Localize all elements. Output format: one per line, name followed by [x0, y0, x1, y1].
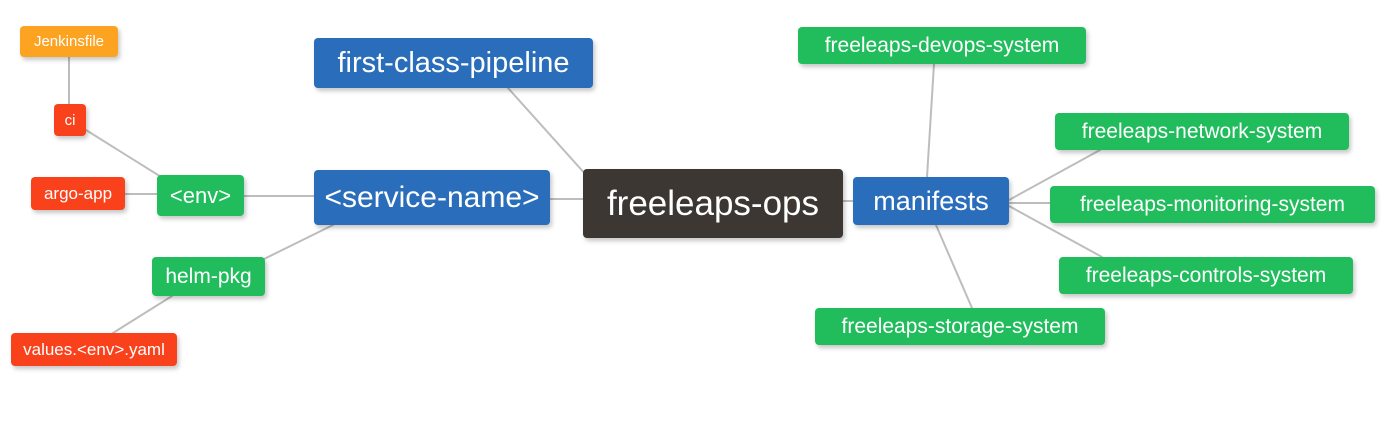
- node-label-freeleaps-devops-system: freeleaps-devops-system: [824, 34, 1060, 57]
- edge-manifests-to-freeleaps-storage-system: [935, 224, 973, 309]
- node-label-argo-app: argo-app: [43, 184, 113, 203]
- edge-service-name-to-helm-pkg: [263, 224, 334, 260]
- mindmap-node-argo-app[interactable]: argo-app: [31, 177, 125, 210]
- mindmap-node-manifests[interactable]: manifests: [853, 177, 1009, 225]
- node-label-env: <env>: [169, 182, 232, 208]
- node-label-freeleaps-controls-system: freeleaps-controls-system: [1085, 264, 1327, 287]
- node-label-values-yaml: values.<env>.yaml: [23, 340, 165, 359]
- mindmap-node-ci[interactable]: ci: [54, 104, 86, 136]
- mindmap-node-freeleaps-storage-system[interactable]: freeleaps-storage-system: [815, 308, 1105, 345]
- node-label-helm-pkg: helm-pkg: [165, 265, 252, 288]
- mindmap-node-freeleaps-devops-system[interactable]: freeleaps-devops-system: [798, 27, 1086, 64]
- node-label-manifests: manifests: [873, 185, 989, 216]
- mindmap-node-jenkinsfile[interactable]: Jenkinsfile: [20, 26, 118, 57]
- node-label-ci: ci: [64, 111, 76, 129]
- mindmap-node-env[interactable]: <env>: [157, 175, 244, 216]
- mindmap-node-values-yaml[interactable]: values.<env>.yaml: [11, 333, 177, 366]
- mindmap-node-freeleaps-network-system[interactable]: freeleaps-network-system: [1055, 113, 1349, 150]
- mindmap-node-freeleaps-ops[interactable]: freeleaps-ops: [583, 169, 843, 238]
- node-label-jenkinsfile: Jenkinsfile: [33, 33, 105, 50]
- mindmap-node-freeleaps-controls-system[interactable]: freeleaps-controls-system: [1059, 257, 1353, 294]
- node-label-service-name: <service-name>: [324, 180, 540, 214]
- mindmap-node-freeleaps-monitoring-system[interactable]: freeleaps-monitoring-system: [1050, 186, 1375, 223]
- mindmap-node-service-name[interactable]: <service-name>: [314, 170, 550, 225]
- edge-freeleaps-ops-to-first-class-pipeline: [507, 87, 588, 177]
- node-label-freeleaps-network-system: freeleaps-network-system: [1081, 120, 1323, 143]
- edge-helm-pkg-to-values-yaml: [112, 295, 173, 334]
- edge-env-to-ci: [85, 129, 167, 181]
- node-label-freeleaps-storage-system: freeleaps-storage-system: [841, 315, 1079, 338]
- mindmap-node-helm-pkg[interactable]: helm-pkg: [152, 257, 265, 296]
- mindmap-node-first-class-pipeline[interactable]: first-class-pipeline: [314, 38, 593, 88]
- node-label-freeleaps-monitoring-system: freeleaps-monitoring-system: [1080, 193, 1345, 216]
- node-label-freeleaps-ops: freeleaps-ops: [606, 184, 820, 223]
- node-label-first-class-pipeline: first-class-pipeline: [337, 46, 570, 79]
- edge-manifests-to-freeleaps-devops-system: [926, 63, 935, 178]
